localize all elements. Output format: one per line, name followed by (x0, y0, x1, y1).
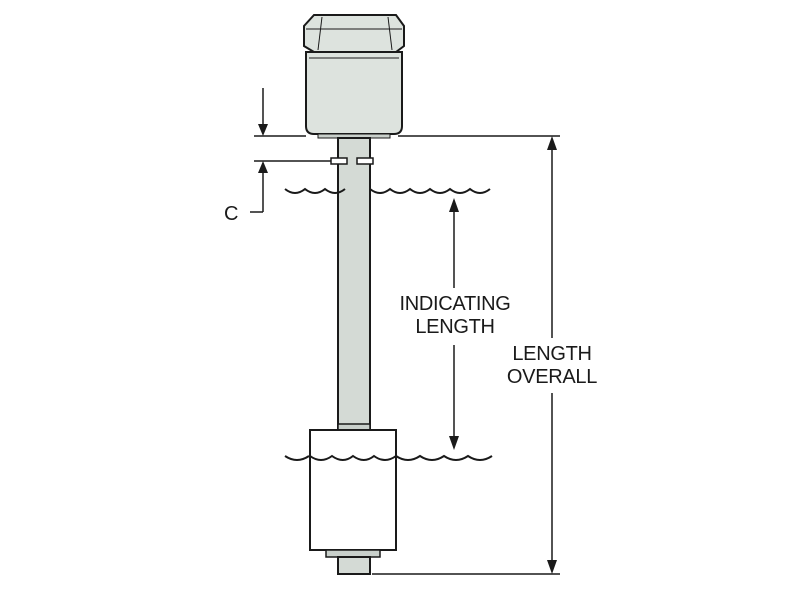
collar-clip-right (356, 157, 374, 165)
length-overall-label: LENGTH OVERALL (482, 343, 622, 389)
indicating-arrow-top-head (449, 198, 459, 212)
c-arrow-top-head (258, 124, 268, 136)
float-bottom-nut (325, 549, 381, 558)
dimension-c (250, 88, 331, 213)
length-overall-label-line2: OVERALL (506, 366, 598, 388)
c-arrow-bottom-head (258, 161, 268, 173)
overall-arrow-top-head (547, 136, 557, 150)
lower-water-line-through-float (309, 454, 397, 461)
lower-water-line (284, 454, 493, 461)
switch-head (303, 14, 405, 139)
indicating-arrow-bottom-head (449, 436, 459, 450)
overall-arrow-bottom-head (547, 560, 557, 574)
length-overall-label-line1: LENGTH (512, 343, 592, 365)
indicating-length-label-line2: LENGTH (415, 316, 495, 338)
collar-clip-left (330, 157, 348, 165)
float-bottom-stop (337, 556, 371, 575)
head-cap-edge (387, 16, 393, 51)
float-body (309, 429, 397, 551)
upper-water-line (284, 187, 491, 194)
head-housing (305, 51, 403, 135)
dimension-c-label: C (224, 203, 239, 225)
dimension-indicating-length (449, 198, 459, 450)
head-cap (303, 14, 405, 53)
stem (337, 137, 371, 431)
float (309, 423, 397, 575)
dimension-length-overall (372, 135, 560, 575)
indicating-length-label: INDICATING LENGTH (370, 293, 540, 339)
head-cap-edge (317, 16, 323, 51)
indicating-length-label-line1: INDICATING (399, 293, 511, 315)
